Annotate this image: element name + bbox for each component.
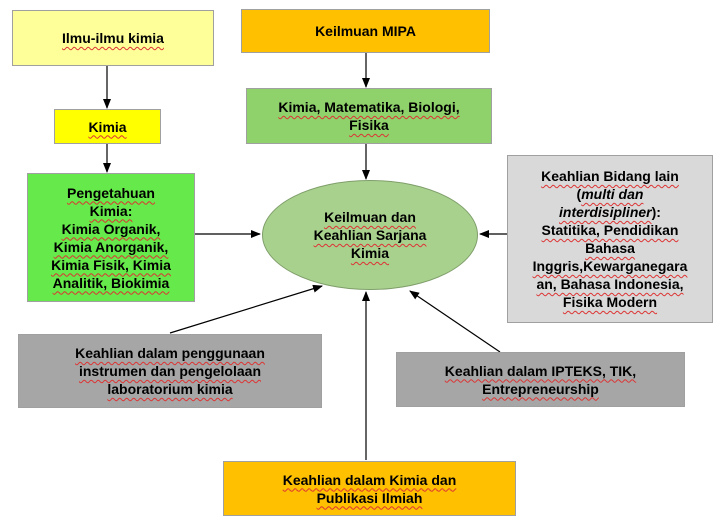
node-kimia-matematika-biologi-fisika: Kimia, Matematika, Biologi, Fisika xyxy=(246,88,492,144)
bidang-lain-line1: Keahlian Bidang lain xyxy=(541,168,679,184)
node-keahlian-instrumen: Keahlian dalam penggunaan instrumen dan … xyxy=(18,334,322,408)
node-keahlian-publikasi: Keahlian dalam Kimia dan Publikasi Ilmia… xyxy=(223,461,516,516)
node-ilmu-kimia: Ilmu-ilmu kimia xyxy=(12,10,214,66)
bidang-lain-line3: interdisipliner): xyxy=(559,204,661,220)
bidang-lain-line2: (multi dan xyxy=(576,186,644,202)
bidang-lain-rest: Statitika, Pendidikan Bahasa Inggris,Kew… xyxy=(532,222,688,310)
node-kimia: Kimia xyxy=(54,109,161,144)
arrow-ipteks-to-center xyxy=(409,290,501,353)
node-ilmu-kimia-label: Ilmu-ilmu kimia xyxy=(62,30,164,46)
arrow-instrumen-to-center xyxy=(169,284,323,334)
node-center-keilmuan-keahlian: Keilmuan dan Keahlian Sarjana Kimia xyxy=(262,180,478,290)
node-center-label: Keilmuan dan Keahlian Sarjana Kimia xyxy=(313,209,427,261)
node-pengetahuan-label: Pengetahuan Kimia: Kimia Organik, Kimia … xyxy=(51,184,171,291)
node-publikasi-label: Keahlian dalam Kimia dan Publikasi Ilmia… xyxy=(282,471,457,506)
node-instrumen-label: Keahlian dalam penggunaan instrumen dan … xyxy=(75,345,265,397)
node-keilmuan-mipa: Keilmuan MIPA xyxy=(241,9,490,53)
node-pengetahuan-kimia: Pengetahuan Kimia: Kimia Organik, Kimia … xyxy=(27,173,195,302)
node-keahlian-bidang-lain: Keahlian Bidang lain (multi dan interdis… xyxy=(507,155,713,323)
node-kimia-label: Kimia xyxy=(88,118,127,135)
node-ipteks-label: Keahlian dalam IPTEKS, TIK, Entrepreneur… xyxy=(444,362,637,397)
node-keahlian-ipteks: Keahlian dalam IPTEKS, TIK, Entrepreneur… xyxy=(396,352,685,407)
node-kmbf-label: Kimia, Matematika, Biologi, Fisika xyxy=(278,99,460,133)
node-keilmuan-mipa-label: Keilmuan MIPA xyxy=(315,23,416,39)
